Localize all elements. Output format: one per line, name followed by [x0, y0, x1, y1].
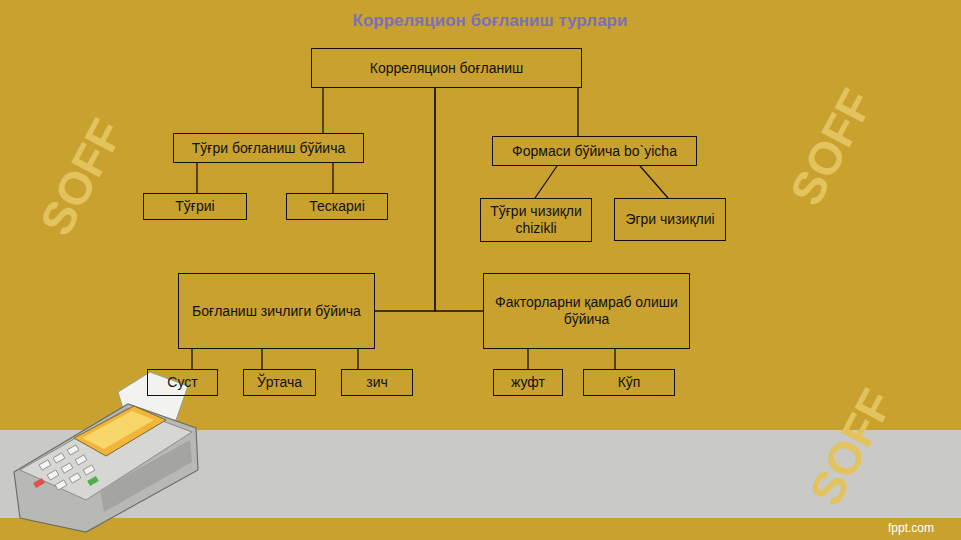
- bottom-strip: [0, 518, 961, 540]
- box-label: Тескариі: [309, 198, 365, 215]
- payment-terminal: [14, 372, 198, 532]
- connector-line: [332, 163, 333, 193]
- box-label: Тўғриі: [175, 198, 214, 215]
- category-box: Факторларни қамраб олиши бўйича: [483, 273, 690, 349]
- category-box: Кўп: [583, 369, 675, 396]
- category-box: зич: [341, 369, 413, 396]
- site-credit: fppt.com: [888, 521, 934, 535]
- box-label: Формаси бўйича bo`yicha: [512, 143, 677, 160]
- box-label: Ўртача: [257, 374, 302, 391]
- category-box: Формаси бўйича bo`yicha: [492, 136, 697, 166]
- box-label: Боғланиш зичлиги бўйича: [192, 303, 361, 320]
- connector-line: [640, 166, 668, 198]
- box-label: Кўп: [618, 374, 641, 391]
- connector-line: [614, 349, 615, 369]
- category-box: жуфт: [493, 369, 563, 396]
- box-label: зич: [366, 374, 388, 391]
- box-label: Эгри чизиқлиі: [625, 211, 714, 228]
- category-box: Тескариі: [286, 193, 388, 220]
- category-box: Корреляцион боғланиш: [311, 48, 582, 88]
- category-box: Боғланиш зичлиги бўйича: [178, 273, 375, 349]
- category-box: Тўғри чизиқли chizikli: [480, 198, 592, 242]
- category-box: Тўғриі: [143, 193, 247, 220]
- connector-line: [196, 163, 197, 193]
- box-label: Тўғри боғланиш бўйича: [192, 140, 345, 157]
- category-box: Тўғри боғланиш бўйича: [173, 133, 364, 163]
- connector-line: [191, 349, 192, 369]
- box-label: Суст: [167, 374, 197, 391]
- category-box: Эгри чизиқлиі: [614, 198, 726, 241]
- connector-line: [535, 166, 557, 198]
- category-box: Суст: [147, 369, 218, 396]
- connector-line: [527, 349, 528, 369]
- connector-line: [577, 88, 578, 136]
- connector-line: [435, 88, 483, 311]
- category-box: Ўртача: [243, 369, 316, 396]
- connector-line: [357, 349, 358, 369]
- box-label: Корреляцион боғланиш: [370, 60, 523, 77]
- slide-title: Корреляцион боғланиш турлари: [200, 11, 780, 31]
- box-label: жуфт: [511, 374, 545, 391]
- box-label: Факторларни қамраб олиши бўйича: [489, 294, 684, 328]
- connector-line: [322, 88, 323, 133]
- connector-line: [375, 88, 435, 311]
- connector-line: [261, 349, 262, 369]
- box-label: Тўғри чизиқли chizikli: [486, 203, 586, 237]
